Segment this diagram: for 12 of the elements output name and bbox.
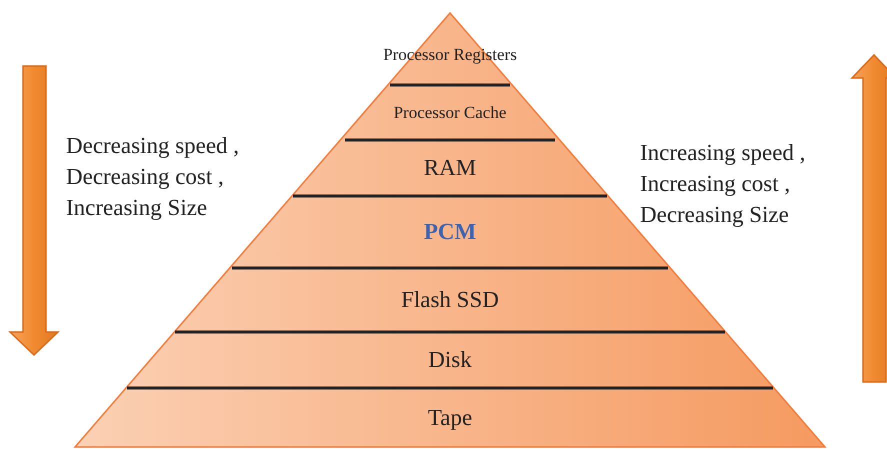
side-note: Decreasing Size — [640, 201, 789, 229]
pyramid-layer-label: PCM — [424, 219, 476, 245]
pyramid-layer-label: RAM — [424, 155, 476, 181]
pyramid-layer-label: Processor Cache — [394, 102, 506, 122]
side-note: Decreasing cost , — [66, 163, 224, 191]
side-note: Increasing Size — [66, 194, 208, 222]
pyramid-layer-label: Flash SSD — [401, 287, 499, 313]
pyramid-layer-label: Disk — [428, 347, 472, 373]
side-note: Decreasing speed , — [66, 132, 240, 160]
pyramid-layer-label: Tape — [428, 404, 472, 430]
side-note: Increasing cost , — [640, 170, 790, 198]
side-note: Increasing speed , — [640, 139, 806, 167]
